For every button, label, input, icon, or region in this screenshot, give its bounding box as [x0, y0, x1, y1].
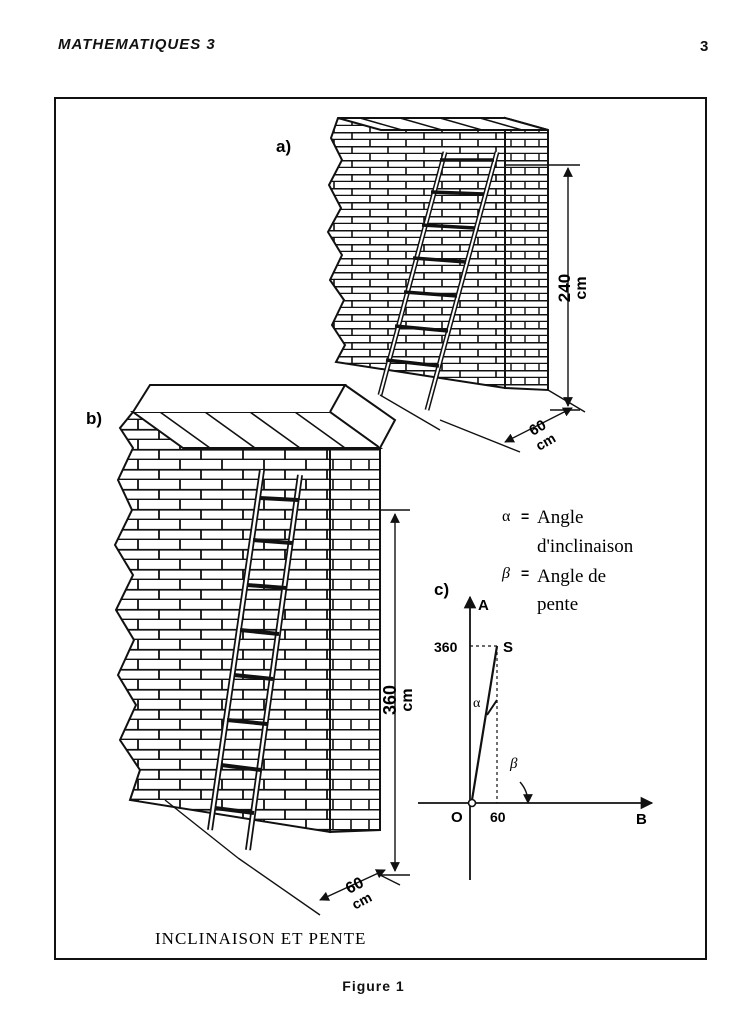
- figure-caption: Figure 1: [342, 978, 405, 994]
- axis-a-label: A: [478, 597, 489, 614]
- x-value-label: 60: [490, 809, 506, 825]
- figure-title: INCLINAISON ET PENTE: [155, 929, 366, 948]
- legend-beta-line2: pente: [537, 594, 578, 615]
- panel-b-label: b): [86, 409, 102, 428]
- wall-b: [113, 384, 397, 834]
- dimension-depth-a: [379, 389, 586, 453]
- panel-a-label: a): [276, 137, 291, 156]
- height-value-a: 240: [555, 274, 574, 302]
- beta-arc: [519, 781, 533, 804]
- height-unit-b: cm: [399, 688, 416, 711]
- depth-value-a: 60: [526, 417, 549, 440]
- slope-line: [470, 645, 499, 801]
- alpha-label: α: [473, 696, 481, 711]
- y-value-label: 360: [434, 639, 458, 655]
- legend-beta-line1: Angle de: [537, 566, 606, 587]
- legend-beta-symbol: β: [501, 565, 510, 582]
- angle-diagram: [418, 595, 654, 880]
- page-number: 3: [700, 38, 709, 55]
- legend-beta-eq: =: [521, 565, 529, 581]
- ladder-a: [377, 151, 500, 411]
- ladder-stub: [486, 699, 498, 716]
- header-title: MATHEMATIQUES 3: [58, 36, 216, 53]
- origin-label: O: [451, 809, 463, 826]
- origin-point: [467, 798, 477, 808]
- height-unit-a: cm: [573, 276, 590, 299]
- legend-alpha-line2: d'inclinaison: [537, 536, 634, 557]
- ladder-b: [207, 469, 303, 851]
- depth-value-b: 60: [343, 874, 367, 897]
- figure-frame: [54, 97, 707, 960]
- point-s-label: S: [503, 639, 513, 656]
- height-value-b: 360: [380, 685, 400, 715]
- wall-a: [326, 116, 549, 392]
- axis-b-label: B: [636, 811, 647, 828]
- legend-alpha-line1: Angle: [537, 507, 583, 528]
- legend-alpha-eq: =: [521, 508, 529, 524]
- legend-alpha-symbol: α: [502, 508, 511, 525]
- panel-c-label: c): [434, 580, 449, 599]
- beta-label: β: [509, 756, 518, 772]
- dimension-depth-b: [164, 799, 401, 916]
